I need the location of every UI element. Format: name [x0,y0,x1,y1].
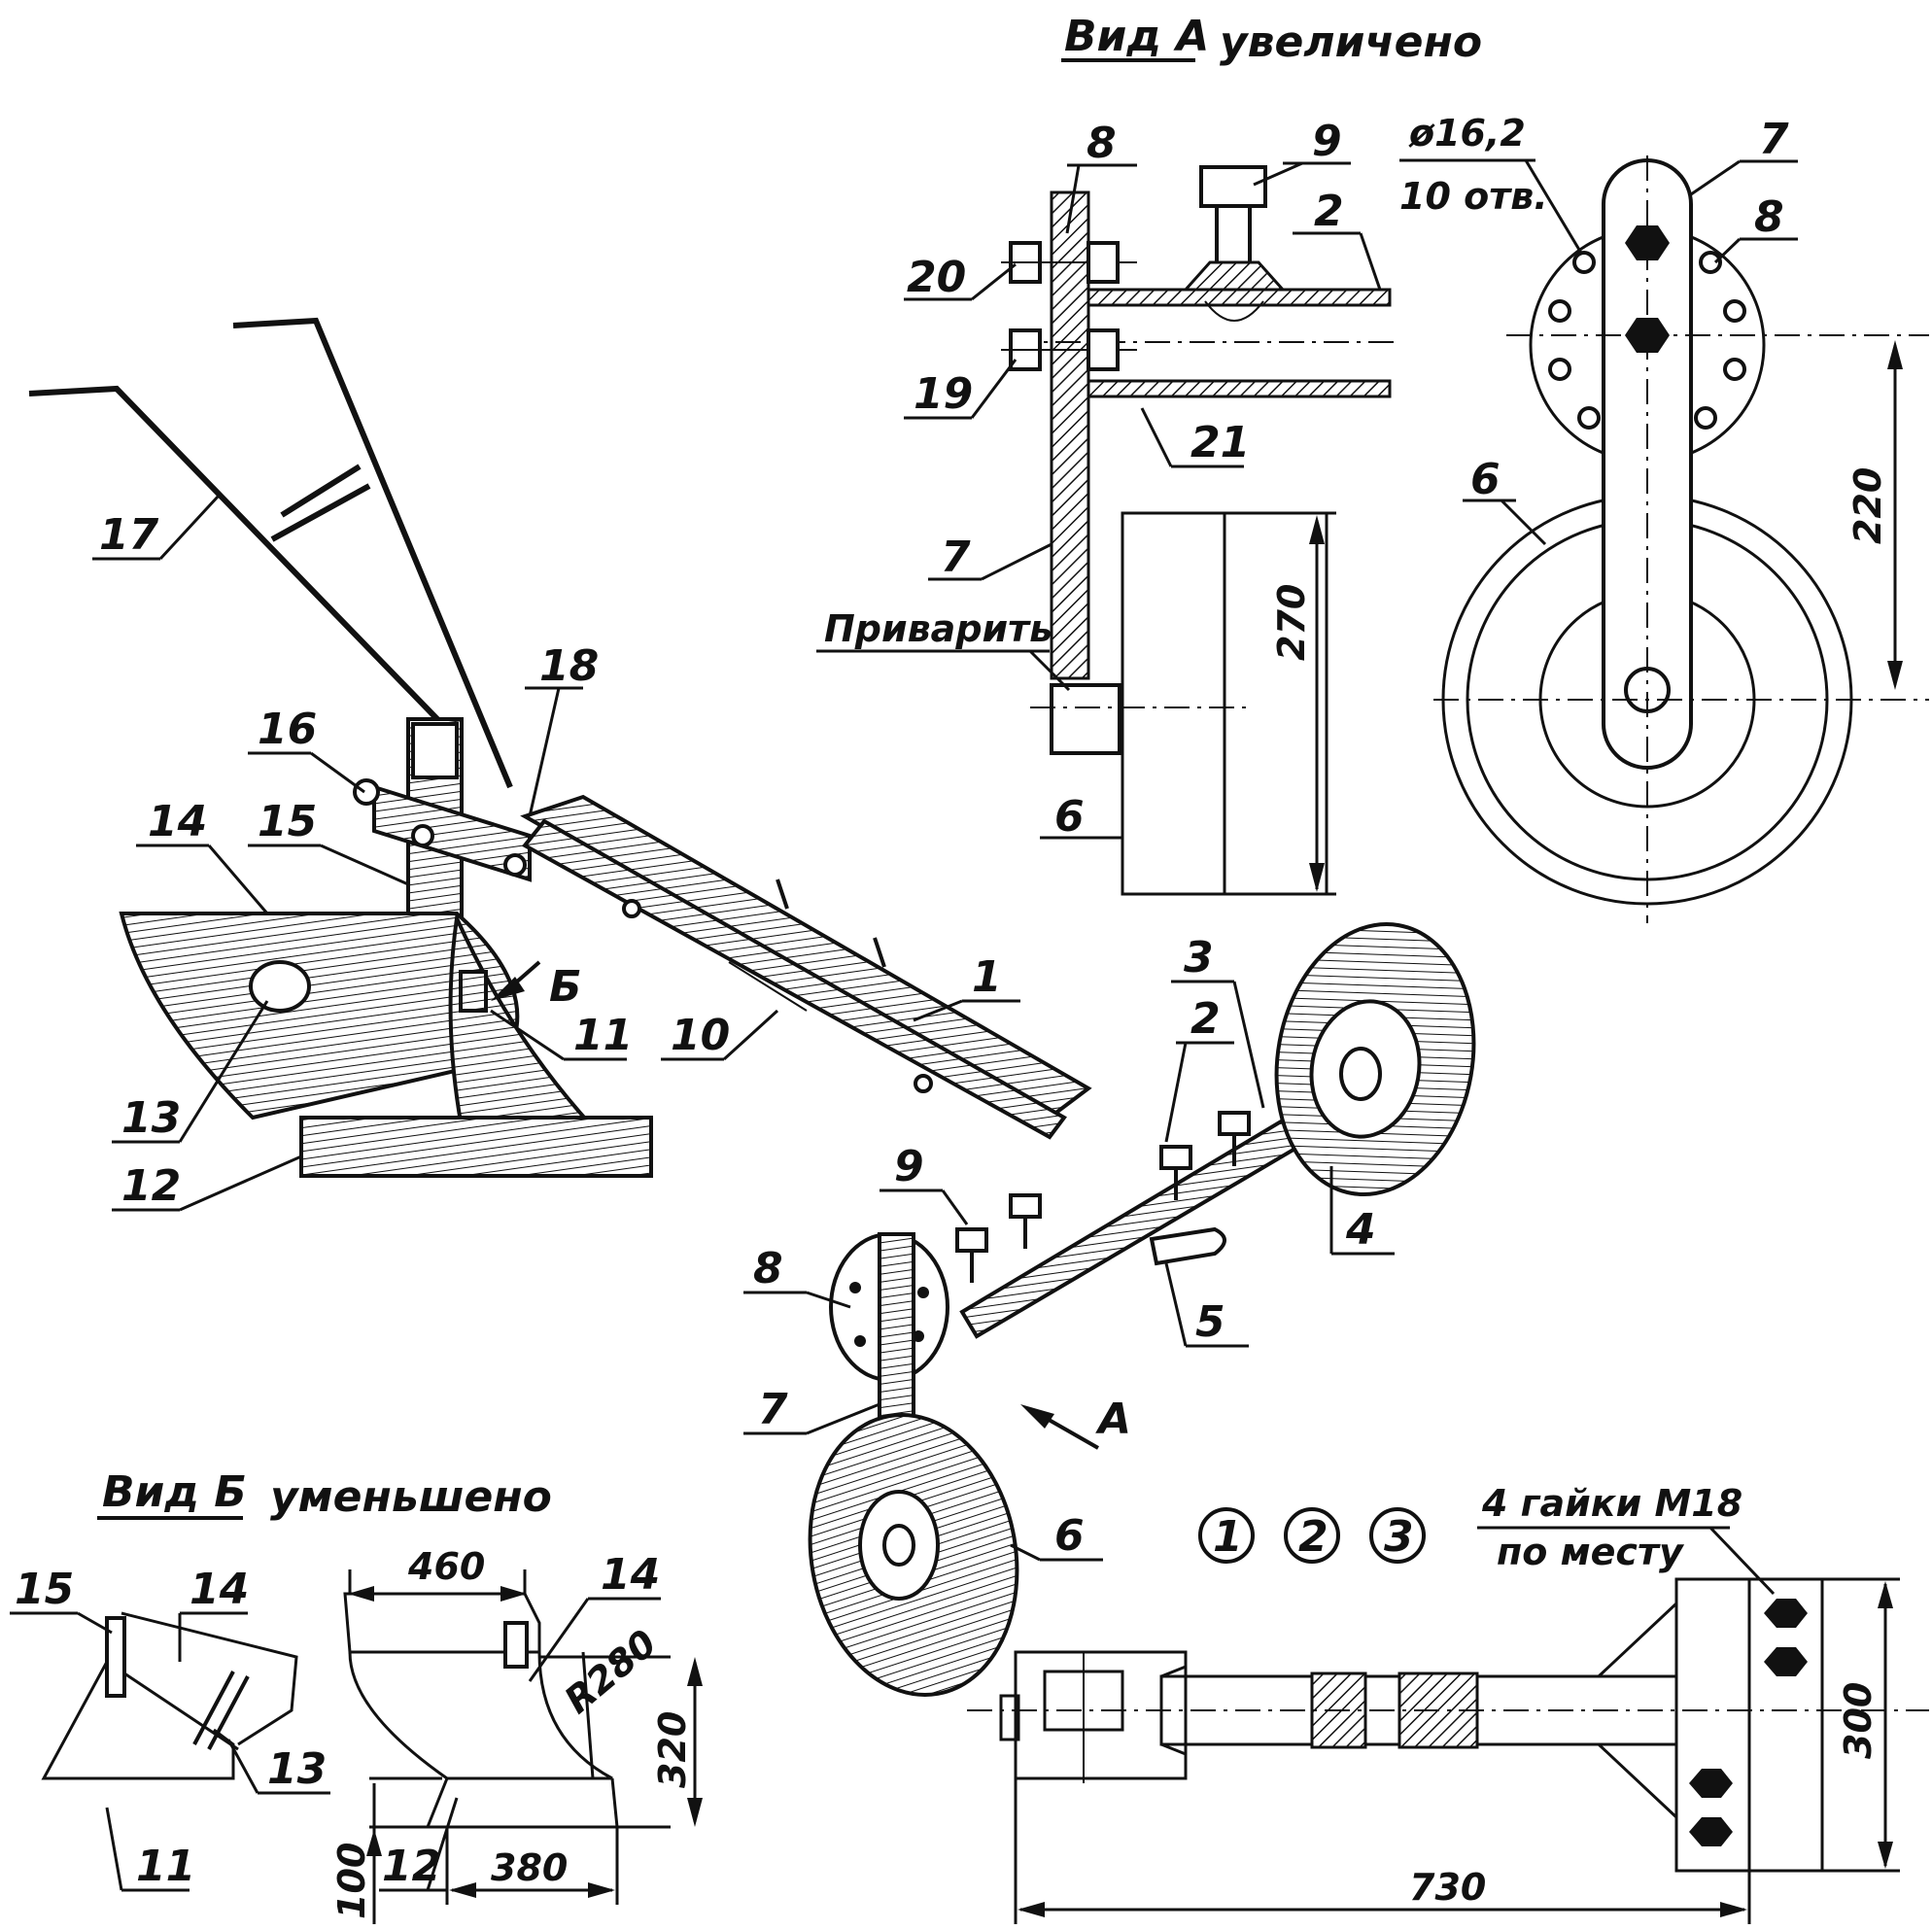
weld-note: Приварить [824,607,1052,650]
bolt-9-head [1199,165,1267,208]
hole-count-note: 10 отв. [1399,175,1548,218]
clamp-bolts-9 [955,1111,1251,1283]
nuts-note-line2: по месту [1497,1531,1685,1573]
dim-220: 220 [1846,467,1889,544]
label-9-view-a: 9 [1312,117,1342,166]
view-b-side-sketch [343,1592,619,1829]
hex-bolt-upper [1625,225,1670,260]
label-11-main: 11 [573,1011,633,1060]
view-b-front-sketch [41,1611,298,1780]
label-7-main: 7 [758,1385,788,1434]
dim-320: 320 [651,1711,694,1788]
handle-17-left [28,385,440,722]
label-7-view-a: 7 [941,533,971,582]
dim-300: 300 [1837,1682,1880,1759]
label-10: 10 [671,1011,730,1060]
m18-nuts [1689,1599,1808,1846]
label-2-main: 2 [1190,994,1221,1044]
mouldboard-14 [119,912,520,1120]
label-14-main: 14 [148,797,207,846]
label-5: 5 [1195,1297,1225,1347]
label-9-main: 9 [894,1142,924,1191]
dim-r280: R280 [557,1621,665,1722]
label-15-main: 15 [258,797,317,846]
axle-tube-2 [959,1100,1335,1339]
label-7-elevation: 7 [1759,115,1789,164]
hitch-5 [1149,1226,1226,1266]
clamp-16 [372,784,532,882]
nuts-note-line1: 4 гайки М18 [1481,1482,1742,1525]
wheel-elevation-view: 220 ø16,2 10 отв. 7 8 6 [1399,112,1929,923]
dim-270: 270 [1270,584,1313,661]
label-2-view-a: 2 [1314,187,1344,236]
frame-detail: 1 2 3 4 гайки М18 по месту [967,1482,1929,1924]
handle-17-right [232,317,513,789]
label-14-view-b-right: 14 [601,1550,660,1600]
bolt-9-nut [1182,260,1287,292]
tube-2-upper-wall [1087,288,1392,307]
landside-12 [299,1116,653,1178]
dim-460: 460 [407,1545,485,1588]
tube-2-lower-wall [1087,379,1392,398]
view-b-note: уменьшено [270,1472,552,1522]
label-12-main: 12 [121,1161,181,1211]
view-a-note: увеличено [1220,17,1482,67]
label-13-view-b: 13 [267,1744,327,1794]
flange-holes [1548,251,1746,430]
label-12-view-b: 12 [382,1842,441,1891]
dim-100: 100 [330,1843,373,1919]
label-4: 4 [1345,1205,1376,1255]
label-13-main: 13 [121,1093,181,1143]
bar-10 [521,818,1067,1140]
label-6-elevation: 6 [1470,455,1501,504]
plate-7-section [1050,190,1090,680]
view-a-section: Вид А увеличено 270 8 [525,12,1482,896]
dim-380: 380 [491,1846,568,1889]
label-8-view-a: 8 [1087,119,1117,168]
circle-2: 2 [1298,1512,1328,1562]
dim-730: 730 [1409,1866,1486,1909]
circle-1: 1 [1213,1512,1243,1562]
label-16: 16 [258,705,317,754]
label-8-elevation: 8 [1754,192,1784,242]
label-3: 3 [1184,933,1214,982]
label-20: 20 [907,253,966,302]
label-8-main: 8 [753,1244,783,1293]
label-6-main: 6 [1054,1511,1085,1561]
circle-3: 3 [1384,1512,1414,1562]
label-11-view-b: 11 [136,1842,195,1891]
hole-diameter-note: ø16,2 [1408,112,1526,155]
circled-part-numbers: 1 2 3 [1198,1507,1426,1564]
view-a-title: Вид А [1064,12,1209,61]
label-21: 21 [1190,418,1250,467]
label-6-view-a: 6 [1054,792,1085,842]
arrow-b-label: Б [549,962,582,1012]
label-15-view-b: 15 [15,1565,74,1614]
label-14-view-b-left: 14 [190,1565,249,1614]
bracket-13 [249,960,311,1013]
main-assembly-view: А Б 17 16 14 15 13 12 11 10 1 3 2 [28,317,1476,1697]
view-b-title: Вид Б [102,1467,247,1517]
arrow-a-label: А [1095,1395,1131,1444]
label-1: 1 [972,952,1002,1002]
frame-end-block [1014,1650,1188,1780]
view-b: Вид Б уменьшено 15 14 13 11 [10,1467,703,1924]
label-17: 17 [99,510,159,560]
frame-beam-1 [520,794,1092,1120]
label-19: 19 [914,369,973,419]
label-18: 18 [539,641,599,691]
